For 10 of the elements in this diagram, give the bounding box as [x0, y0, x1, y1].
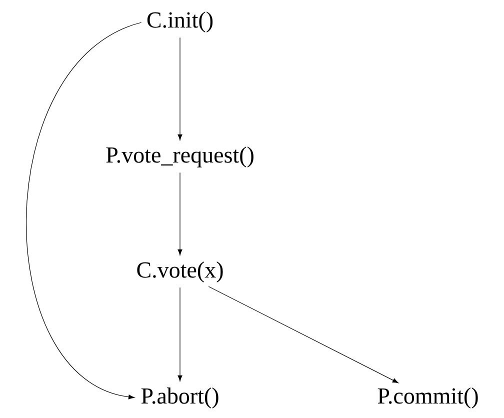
arrow: [208, 286, 399, 384]
arrow: [178, 287, 182, 382]
arrow: [178, 172, 182, 256]
node-label: P.commit(): [378, 388, 478, 408]
node-label: C.vote(x): [137, 262, 223, 282]
arrow: [26, 22, 142, 400]
arrow: [178, 37, 182, 140]
node-label: C.init(): [147, 12, 213, 32]
node-label: P.abort(): [141, 388, 218, 408]
node-label: P.vote_request(): [106, 146, 254, 168]
